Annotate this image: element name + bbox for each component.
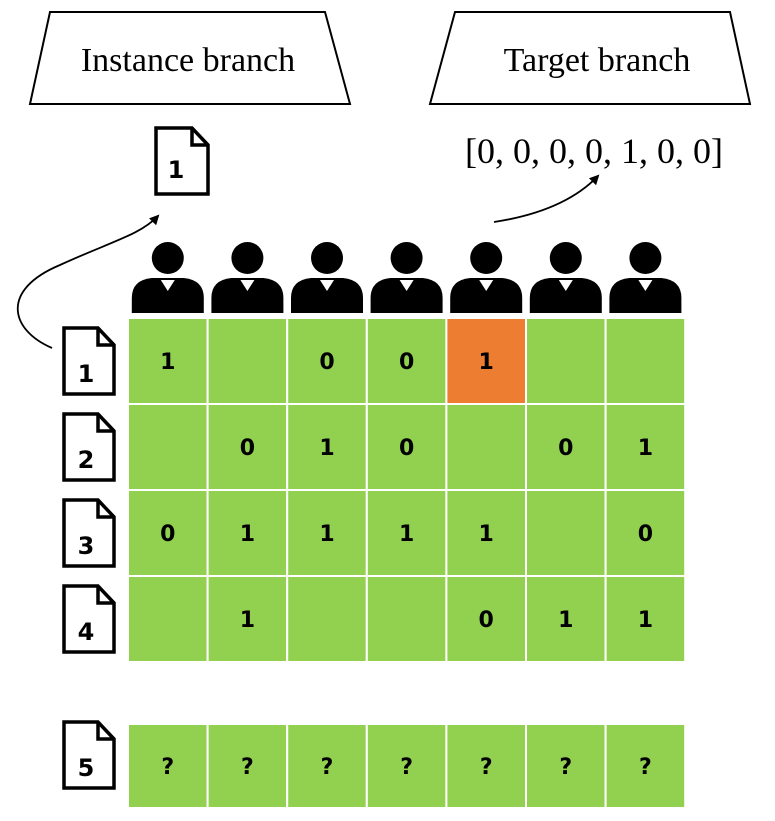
matrix-cell <box>286 575 368 663</box>
cell-value: ? <box>400 755 413 780</box>
user-icon: 6 <box>529 242 602 315</box>
matrix-cell <box>286 489 368 577</box>
unknown-cell <box>286 723 368 809</box>
cell-value: 1 <box>638 608 653 633</box>
cell-value: 0 <box>240 436 255 461</box>
arrow-to-target-branch <box>493 174 600 223</box>
target-vector: [0, 0, 0, 0, 1, 0, 0] <box>465 131 723 171</box>
user-icon: 7 <box>609 242 682 315</box>
matrix-cell <box>525 575 607 663</box>
matrix-cell <box>604 489 687 577</box>
cell-value: 1 <box>638 436 653 461</box>
document-icon: 3 <box>62 498 116 568</box>
cell-value: 1 <box>160 350 175 375</box>
matrix-cell <box>127 489 209 577</box>
cell-value: 0 <box>558 436 573 461</box>
cell-value: 1 <box>240 608 255 633</box>
unknown-cell <box>604 723 687 809</box>
matrix-cell <box>206 575 289 663</box>
cell-value: 0 <box>160 522 175 547</box>
cell-value: 1 <box>319 436 334 461</box>
cell-value: 0 <box>399 436 414 461</box>
matrix-cell <box>127 403 209 491</box>
matrix-cell <box>445 575 527 663</box>
cell-value: ? <box>639 755 652 780</box>
user-label: 3 <box>319 287 336 315</box>
cell-value: ? <box>559 755 572 780</box>
cell-value: 1 <box>399 522 414 547</box>
user-label: 1 <box>159 287 176 315</box>
document-label: 4 <box>78 618 95 646</box>
cell-value: 0 <box>319 350 334 375</box>
target-branch: Target branch <box>428 11 752 105</box>
unknown-cell <box>206 723 289 809</box>
matrix-cell <box>445 489 527 577</box>
user-icon: 3 <box>291 242 363 315</box>
matrix-cell <box>127 575 209 663</box>
user-icon: 4 <box>370 242 443 315</box>
document-label: 2 <box>78 446 95 474</box>
user-label: 4 <box>398 287 415 315</box>
document-icon: 2 <box>62 412 116 482</box>
document-icon: 4 <box>62 584 116 654</box>
matrix-cell <box>445 403 527 491</box>
document-label: 3 <box>78 532 95 560</box>
matrix-cell <box>206 317 289 405</box>
matrix-cell <box>604 575 687 663</box>
cell-value: 1 <box>240 522 255 547</box>
cell-value: ? <box>161 755 174 780</box>
matrix-cell <box>604 317 687 405</box>
matrix-cell <box>525 489 607 577</box>
cell-value: 0 <box>399 350 414 375</box>
matrix-cell <box>365 403 448 491</box>
cell-value: ? <box>480 755 493 780</box>
matrix-cell <box>525 403 607 491</box>
matrix-cell <box>286 403 368 491</box>
document-icon: 1 <box>62 326 116 396</box>
new-instance-row: 5??????? <box>62 720 687 809</box>
instance-output-doc-icon: 1 <box>154 126 210 196</box>
cell-value: 0 <box>479 608 494 633</box>
instance-branch: Instance branch <box>28 11 352 105</box>
user-label: 2 <box>239 287 256 315</box>
user-label: 5 <box>478 287 495 315</box>
arrow-to-instance-branch <box>17 214 160 349</box>
matrix-cell <box>365 575 448 663</box>
cell-value: ? <box>321 755 334 780</box>
unknown-cell <box>525 723 607 809</box>
matrix-cell <box>525 317 607 405</box>
document-label: 5 <box>78 754 95 782</box>
cell-value: 1 <box>479 522 494 547</box>
cell-value: 1 <box>558 608 573 633</box>
user-icon: 5 <box>450 242 523 315</box>
cell-value: 0 <box>638 522 653 547</box>
unknown-cell <box>127 723 209 809</box>
unknown-cell <box>365 723 448 809</box>
user-label: 6 <box>557 287 574 315</box>
instance-doc-icons: 1 2 3 4 <box>62 326 116 654</box>
cell-value: 1 <box>319 522 334 547</box>
cell-value: ? <box>241 755 254 780</box>
unknown-cell <box>445 723 527 809</box>
instance-output-label: 1 <box>168 156 185 184</box>
document-label: 1 <box>78 360 95 388</box>
user-icon: 1 <box>131 242 204 315</box>
user-icon: 2 <box>211 242 284 315</box>
label-matrix: 1 0 0 1 0 1 0 0 1 0 1 1 1 1 0 1 0 1 1 <box>127 317 687 663</box>
cell-value: 1 <box>479 350 494 375</box>
target-branch-label: Target branch <box>504 42 691 79</box>
user-label: 7 <box>637 287 654 315</box>
user-icons: 1 2 3 4 5 6 7 <box>131 242 682 315</box>
instance-branch-label: Instance branch <box>81 42 295 79</box>
document-icon: 5 <box>62 720 116 790</box>
